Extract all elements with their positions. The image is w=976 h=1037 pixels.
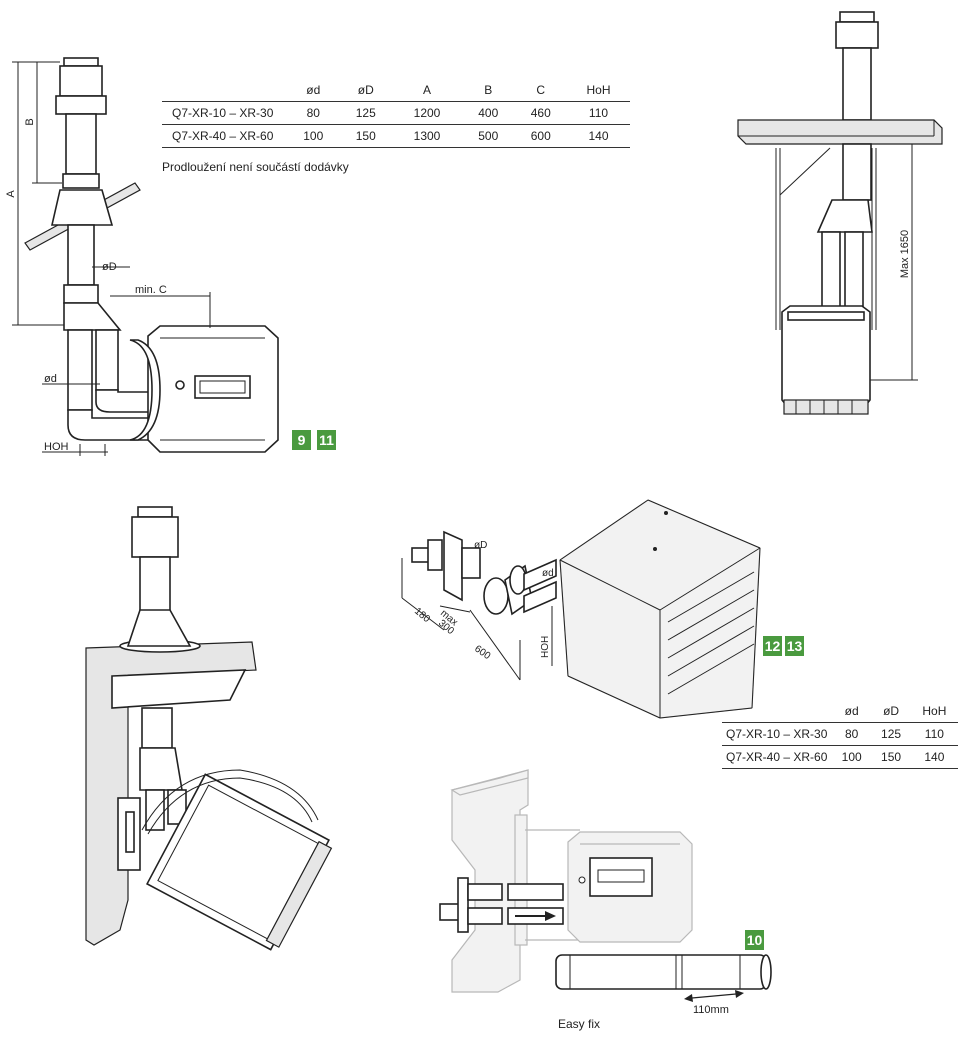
dim-label-od-wall: øD bbox=[474, 540, 487, 551]
figure-badge-10: 10 bbox=[745, 930, 764, 950]
table-header-oD: øD bbox=[357, 83, 374, 97]
table-cell: 500 bbox=[462, 124, 515, 148]
table-cell: 125 bbox=[339, 101, 392, 125]
table-header-hoh: HoH bbox=[586, 83, 611, 97]
dim-label-od-upper: øD bbox=[102, 261, 117, 273]
easy-fix-drawing bbox=[439, 769, 772, 1002]
dim-label-110mm: 110mm bbox=[693, 1004, 729, 1016]
table-header-b: B bbox=[484, 83, 493, 97]
dim-label-hoh-left: HOH bbox=[44, 441, 69, 453]
table-cell: Q7-XR-40 – XR-60 bbox=[722, 745, 832, 769]
table-header-row: ød øD HoH bbox=[722, 702, 958, 723]
dim-label-hoh-wall: HOH bbox=[540, 636, 551, 658]
table-cell: 1300 bbox=[392, 124, 462, 148]
table-cell: 80 bbox=[287, 101, 340, 125]
table-cell: 140 bbox=[567, 124, 630, 148]
table-cell: 110 bbox=[567, 101, 630, 125]
table-row: Q7-XR-10 – XR-30 80 125 1200 400 460 110 bbox=[162, 101, 630, 125]
table-cell: 1200 bbox=[392, 101, 462, 125]
dim-label-b: B bbox=[24, 118, 36, 125]
table-header-model bbox=[722, 702, 832, 723]
ceiling-flue-drawing: Max 1650 bbox=[737, 11, 943, 415]
table-cell: 125 bbox=[871, 722, 911, 746]
table-header-oD: øD bbox=[883, 704, 900, 718]
wall-mounted-drawing bbox=[85, 506, 333, 951]
figure-badge-12: 12 bbox=[763, 636, 782, 656]
dim-label-max-1650: Max 1650 bbox=[899, 230, 911, 278]
table-cell: 460 bbox=[514, 101, 567, 125]
dim-label-min-c: min. C bbox=[135, 284, 167, 296]
roof-flue-drawing: A B øD min. C ød HOH bbox=[5, 57, 279, 456]
table-header-a: A bbox=[422, 83, 431, 97]
extension-note: Prodloužení není součástí dodávky bbox=[162, 160, 349, 174]
table-cell: 400 bbox=[462, 101, 515, 125]
table-cell: 80 bbox=[832, 722, 872, 746]
table-cell: 600 bbox=[514, 124, 567, 148]
table-row: Q7-XR-40 – XR-60 100 150 1300 500 600 14… bbox=[162, 124, 630, 148]
table-cell: 100 bbox=[287, 124, 340, 148]
wall-flue-exploded-drawing: øD ød 180 max 300 600 HOH bbox=[401, 499, 761, 719]
dim-label-od-unit: ød bbox=[542, 568, 554, 579]
dim-label-600: 600 bbox=[472, 643, 492, 662]
table-cell: Q7-XR-40 – XR-60 bbox=[162, 124, 287, 148]
dim-label-od-lower: ød bbox=[44, 373, 57, 385]
dimension-table-top: ød øD A B C HoH Q7-XR-10 – XR-30 80 125 … bbox=[162, 81, 630, 148]
figure-badge-13: 13 bbox=[785, 636, 804, 656]
table-header-od: ød bbox=[306, 83, 321, 97]
table-cell: Q7-XR-10 – XR-30 bbox=[162, 101, 287, 125]
dim-label-180: 180 bbox=[412, 606, 432, 625]
table-cell: 150 bbox=[339, 124, 392, 148]
table-header-row: ød øD A B C HoH bbox=[162, 81, 630, 102]
table-row: Q7-XR-10 – XR-30 80 125 110 bbox=[722, 722, 958, 746]
dim-label-a: A bbox=[5, 190, 17, 198]
table-header-od: ød bbox=[844, 704, 859, 718]
table-header-c: C bbox=[536, 83, 546, 97]
table-cell: 150 bbox=[871, 745, 911, 769]
table-row: Q7-XR-40 – XR-60 100 150 140 bbox=[722, 745, 958, 769]
table-header-model bbox=[162, 81, 287, 102]
figure-badge-11: 11 bbox=[317, 430, 336, 450]
table-cell: 140 bbox=[910, 745, 958, 769]
figure-badge-9: 9 bbox=[292, 430, 311, 450]
table-cell: 110 bbox=[910, 722, 958, 746]
dimension-table-mid: ød øD HoH Q7-XR-10 – XR-30 80 125 110 Q7… bbox=[722, 702, 958, 769]
table-header-hoh: HoH bbox=[922, 704, 947, 718]
easy-fix-caption: Easy fix bbox=[558, 1017, 601, 1031]
table-cell: Q7-XR-10 – XR-30 bbox=[722, 722, 832, 746]
table-cell: 100 bbox=[832, 745, 872, 769]
